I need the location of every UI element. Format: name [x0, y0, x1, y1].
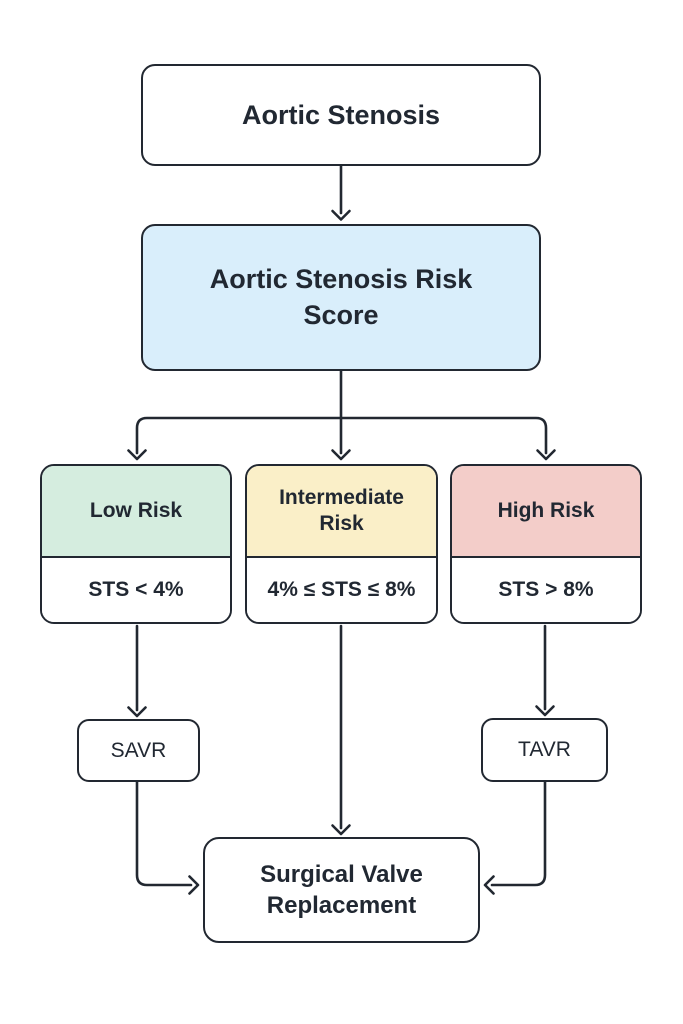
node-surgical-valve-replacement: Surgical Valve Replacement — [203, 837, 480, 943]
node-intermediate-risk: Intermediate Risk 4% ≤ STS ≤ 8% — [245, 464, 438, 624]
low-risk-criteria: STS < 4% — [42, 557, 230, 622]
node-aortic-stenosis: Aortic Stenosis — [141, 64, 541, 166]
arrowhead-left-icon — [483, 875, 495, 895]
arrowhead-down-icon — [331, 824, 351, 836]
arrowhead-down-icon — [331, 209, 351, 221]
arrowhead-down-icon — [535, 705, 555, 717]
node-savr-label: SAVR — [110, 738, 167, 762]
branch-rail — [135, 416, 548, 455]
node-surgical-valve-replacement-label: Surgical Valve Replacement — [260, 860, 423, 919]
low-risk-header: Low Risk — [42, 466, 230, 558]
node-high-risk: High Risk STS > 8% — [450, 464, 642, 624]
arrowhead-down-icon — [127, 449, 147, 461]
arrow-savr-to-surgical — [135, 780, 193, 887]
arrowhead-down-icon — [536, 449, 556, 461]
intermediate-risk-criteria: 4% ≤ STS ≤ 8% — [247, 557, 436, 622]
node-low-risk: Low Risk STS < 4% — [40, 464, 232, 624]
high-risk-header: High Risk — [452, 466, 640, 558]
intermediate-risk-title: Intermediate Risk — [279, 485, 404, 535]
arrowhead-down-icon — [331, 449, 351, 461]
node-aortic-stenosis-label: Aortic Stenosis — [241, 99, 441, 130]
high-risk-title: High Risk — [497, 498, 595, 522]
arrow-tavr-to-surgical — [490, 780, 547, 887]
arrowhead-down-icon — [127, 706, 147, 718]
low-risk-title: Low Risk — [89, 498, 183, 522]
node-risk-score: Aortic Stenosis Risk Score — [141, 224, 541, 371]
node-risk-score-label: Aortic Stenosis Risk Score — [209, 264, 473, 330]
node-tavr-label: TAVR — [518, 738, 571, 761]
node-savr: SAVR — [77, 719, 200, 782]
node-tavr: TAVR — [481, 718, 608, 782]
arrowhead-right-icon — [188, 875, 200, 895]
high-risk-criteria: STS > 8% — [452, 557, 640, 622]
intermediate-risk-header: Intermediate Risk — [247, 466, 436, 558]
